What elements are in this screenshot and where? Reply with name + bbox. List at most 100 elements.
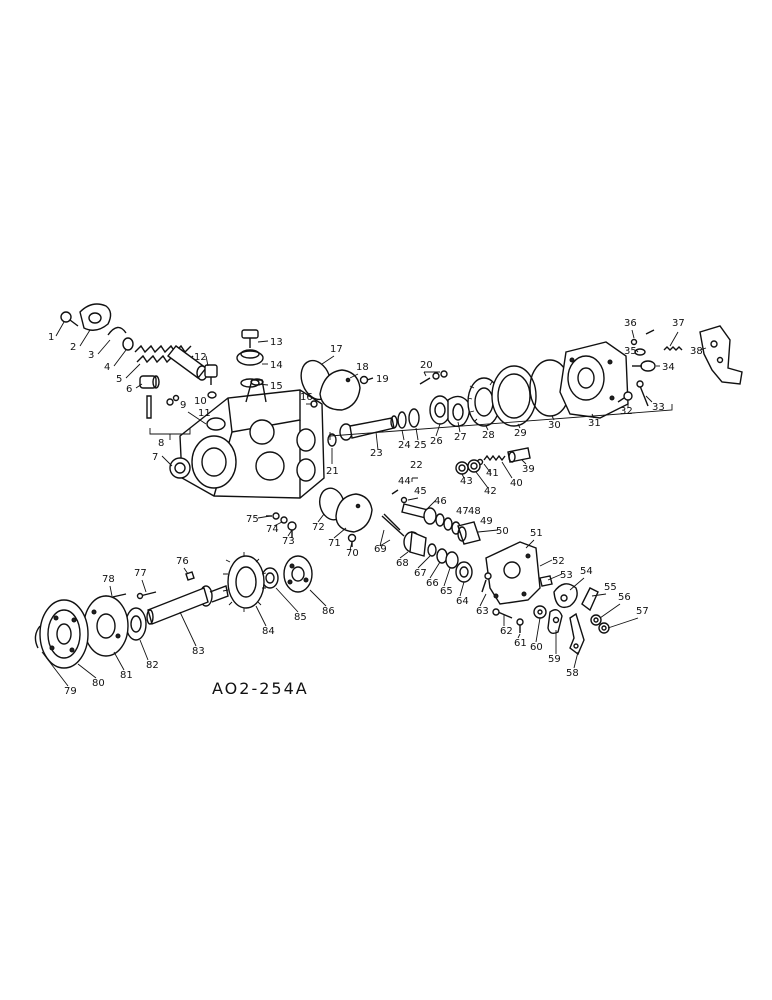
callout-7: 7 [152, 452, 158, 463]
part-24-washer [397, 411, 407, 429]
callout-76: 76 [176, 556, 189, 567]
part-56-nut [590, 614, 602, 626]
part-44-pin [391, 489, 399, 495]
piston-tube [166, 345, 208, 381]
callout-51: 51 [530, 528, 543, 539]
pump-housing-group [60, 303, 325, 499]
part-2-flange [79, 303, 112, 331]
part-58-arm [569, 612, 585, 656]
part-79-ring [34, 625, 41, 649]
drive-shaft-group [34, 552, 313, 669]
callout-81: 81 [120, 670, 133, 681]
callout-85: 85 [294, 612, 307, 623]
callout-42: 42 [484, 486, 497, 497]
part-54-lever [553, 583, 578, 609]
part-46-valve [401, 503, 437, 525]
callout-27: 27 [454, 432, 467, 443]
callout-67: 67 [414, 568, 427, 579]
callout-82: 82 [146, 660, 159, 671]
callout-79: 79 [64, 686, 77, 697]
callout-75: 75 [246, 514, 259, 525]
callout-43: 43 [460, 476, 473, 487]
part-45-ball [400, 496, 408, 504]
callout-15: 15 [270, 381, 283, 392]
part-25-washer [408, 408, 420, 428]
callout-14: 14 [270, 360, 283, 371]
callout-labels: 1 2 3 4 5 6 7 8 9 10 11 12 13 14 15 16 1… [48, 318, 703, 697]
part-70-screw [347, 533, 357, 547]
callout-84: 84 [262, 626, 275, 637]
callout-59: 59 [548, 654, 561, 665]
callout-78: 78 [102, 574, 115, 585]
callout-31: 31 [588, 418, 601, 429]
part-53-clip [539, 575, 553, 587]
side-cover-group [266, 487, 373, 547]
callout-46: 46 [434, 496, 447, 507]
diagram-reference-code: AO2-254A [212, 679, 309, 698]
callout-77: 77 [134, 568, 147, 579]
callout-6: 6 [126, 384, 132, 395]
callout-24: 24 [398, 440, 411, 451]
part-57-nut [598, 622, 610, 634]
callout-1: 1 [48, 332, 54, 343]
callout-34: 34 [662, 362, 675, 373]
callout-12: 12 [194, 352, 207, 363]
cover-and-governor-group [300, 325, 743, 447]
callout-70: 70 [346, 548, 359, 559]
callout-2: 2 [70, 342, 76, 353]
part-65-seal [445, 551, 459, 569]
part-55-link [581, 587, 599, 612]
callout-19: 19 [376, 374, 389, 385]
fittings-group [391, 447, 531, 545]
callout-48: 48 [468, 506, 481, 517]
callout-20: 20 [420, 360, 433, 371]
callout-83: 83 [192, 646, 205, 657]
part-61-pin [516, 618, 524, 633]
callout-8: 8 [158, 438, 164, 449]
callout-66: 66 [426, 578, 439, 589]
callout-11: 11 [198, 408, 211, 419]
part-29-disc [491, 365, 537, 427]
part-80-pulley [39, 599, 89, 669]
callout-55: 55 [604, 582, 617, 593]
part-39-fitting [507, 447, 531, 463]
callout-69: 69 [374, 544, 387, 555]
callout-5: 5 [116, 374, 122, 385]
part-86-coupling [283, 555, 313, 593]
part-3-clip [107, 326, 127, 336]
callout-56: 56 [618, 592, 631, 603]
part-69-plunger [381, 513, 405, 537]
part-10-ring [207, 391, 217, 399]
callout-47: 47 [456, 506, 469, 517]
part-38-bracket [699, 325, 743, 385]
callout-63: 63 [476, 606, 489, 617]
callout-80: 80 [92, 678, 105, 689]
callout-22: 22 [410, 460, 423, 471]
callout-49: 49 [480, 516, 493, 527]
part-34-screw [632, 360, 656, 372]
callout-57: 57 [636, 606, 649, 617]
part-82-washer [125, 607, 147, 641]
callout-28: 28 [482, 430, 495, 441]
part-47-ring [435, 513, 445, 527]
callout-44: 44 [398, 476, 411, 487]
part-59-lever [547, 609, 563, 635]
part-33-screw [636, 380, 649, 407]
part-4-washer [122, 337, 134, 351]
part-67-ring [427, 543, 437, 557]
part-60-washer [533, 605, 547, 619]
callout-41: 41 [486, 468, 499, 479]
part-43-nut [455, 461, 469, 475]
part-71-cover [335, 493, 373, 533]
part-23-shaft [339, 415, 398, 441]
callout-18: 18 [356, 362, 369, 373]
callout-86: 86 [322, 606, 335, 617]
callout-17: 17 [330, 344, 343, 355]
part-20-screws [419, 370, 448, 385]
callout-29: 29 [514, 428, 527, 439]
callout-23: 23 [370, 448, 383, 459]
callout-35: 35 [624, 346, 637, 357]
callout-53: 53 [560, 570, 573, 581]
part-1-screw [60, 311, 79, 327]
